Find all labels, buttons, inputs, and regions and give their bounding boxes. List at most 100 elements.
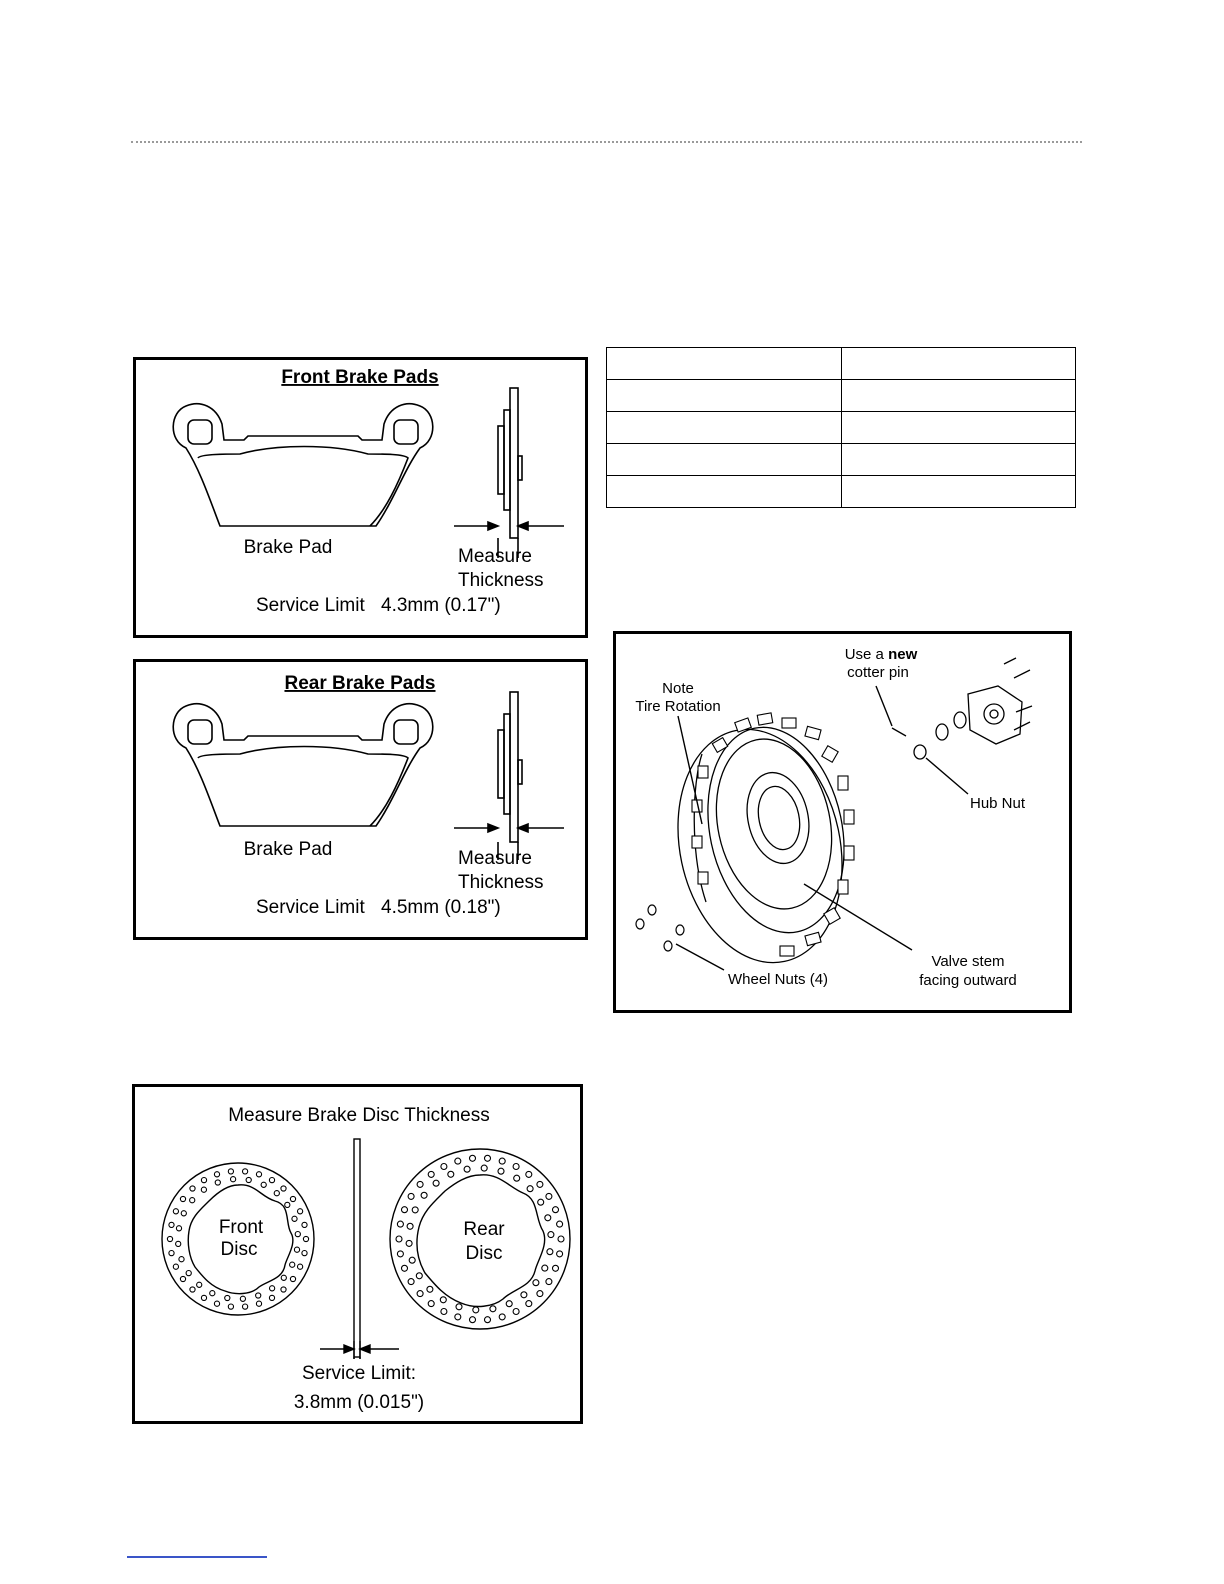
front-pad-diagram: Front Brake Pads Brake Pad Measure Thick… [172, 367, 564, 616]
disc-hole [280, 1274, 287, 1281]
disc-hole [498, 1157, 506, 1165]
table-cell [840, 475, 1076, 508]
disc-hole [439, 1296, 447, 1304]
wheel-diagram: Use a new cotter pin Note Tire Rotation … [635, 646, 1033, 989]
disc-hole [200, 1294, 208, 1302]
disc-hole [175, 1225, 183, 1232]
disc-hole [512, 1162, 520, 1171]
disc-hole [273, 1190, 280, 1197]
disc-hole [166, 1235, 174, 1243]
rear-service-limit-label: Service Limit [256, 897, 365, 918]
front-pad-shape [172, 387, 523, 558]
disc-hole [512, 1307, 520, 1316]
rear-disc-shape [389, 1148, 571, 1330]
disc-hole [200, 1186, 208, 1193]
disc-hole [541, 1264, 549, 1272]
disc-hole [294, 1230, 301, 1238]
disc-hole [241, 1168, 249, 1175]
rear-disc-label-2: Disc [466, 1243, 503, 1264]
disc-hole [268, 1294, 276, 1302]
disc-hole [547, 1231, 555, 1239]
table-row [606, 475, 1076, 508]
disc-hole [214, 1179, 221, 1186]
wheel-nuts-callout: Wheel Nuts (4) [728, 971, 828, 988]
front-disc-label-2: Disc [221, 1239, 258, 1260]
disc-hole [289, 1261, 296, 1268]
disc-hole [415, 1272, 423, 1280]
disc-hole [284, 1201, 291, 1209]
front-disc-label-1: Front [219, 1217, 264, 1238]
disc-hole [239, 1295, 247, 1302]
disc-hole [200, 1176, 208, 1184]
disc-hole [440, 1162, 448, 1171]
valve-stem-callout-1: Valve stem [931, 953, 1004, 970]
disc-hole [168, 1249, 175, 1257]
table-cell [606, 443, 842, 476]
valve-stem-callout-2: facing outward [919, 972, 1017, 989]
disc-hole [546, 1248, 554, 1256]
table-cell [840, 411, 1076, 444]
cotter-pin-bold: new [888, 646, 918, 663]
disc-service-limit-value: 3.8mm (0.015") [294, 1392, 424, 1413]
leader-lines [675, 685, 969, 971]
disc-hole [432, 1179, 440, 1187]
cotter-pin-callout-2: cotter pin [847, 664, 909, 681]
disc-hole [497, 1167, 505, 1175]
disc-hole [454, 1313, 462, 1321]
disc-hole [260, 1181, 267, 1188]
disc-hole [189, 1197, 196, 1204]
disc-hole [498, 1313, 506, 1321]
disc-hole [302, 1235, 310, 1243]
rear-pad-label: Brake Pad [244, 839, 333, 860]
tire-tread-blocks [691, 712, 855, 957]
disc-hole [408, 1256, 416, 1264]
disc-hole [525, 1300, 533, 1308]
front-measure-text-1: Measure [458, 546, 532, 567]
disc-hole [395, 1235, 403, 1243]
table-cell [840, 443, 1076, 476]
disc-hole [396, 1250, 404, 1258]
rear-brake-pads-figure: Rear Brake Pads Brake Pad Measure Thickn… [133, 659, 588, 940]
rear-measure-text-1: Measure [458, 848, 532, 869]
disc-hole [468, 1154, 477, 1162]
disc-hole [557, 1235, 565, 1243]
front-measure-arrows [454, 520, 564, 532]
rear-pads-title: Rear Brake Pads [284, 673, 435, 694]
disc-hole [427, 1300, 435, 1308]
disc-hole [551, 1206, 560, 1214]
brake-disc-figure: Measure Brake Disc Thickness Front Disc … [132, 1084, 583, 1424]
front-measure-text-2: Thickness [458, 570, 544, 591]
disc-hole [416, 1290, 424, 1298]
disc-hole [483, 1316, 492, 1324]
disc-hole [489, 1305, 497, 1313]
hub-assembly [891, 657, 1033, 760]
disc-hole [411, 1206, 419, 1214]
disc-hole [180, 1210, 187, 1217]
disc-hole [289, 1275, 297, 1283]
disc-hole [296, 1263, 304, 1270]
disc-hole [480, 1164, 488, 1172]
disc-hole [556, 1250, 564, 1258]
disc-hole [280, 1286, 287, 1293]
disc-hole [189, 1286, 196, 1293]
disc-hole [513, 1174, 521, 1182]
disc-hole [178, 1256, 185, 1263]
disc-hole [301, 1221, 308, 1229]
rear-pad-diagram: Rear Brake Pads Brake Pad Measure Thickn… [172, 673, 564, 918]
table-row [606, 411, 1076, 444]
disc-hole [400, 1264, 409, 1272]
wheel-nuts-group [635, 904, 685, 952]
disc-hole [483, 1154, 492, 1162]
disc-hole [468, 1316, 477, 1324]
table-cell [606, 347, 842, 380]
hub-nut-callout: Hub Nut [970, 795, 1026, 812]
table-row [606, 379, 1076, 412]
table-cell [606, 379, 842, 412]
disc-hole [400, 1206, 409, 1214]
disc-hole [179, 1195, 187, 1203]
disc-hole [420, 1191, 428, 1199]
table-cell [840, 379, 1076, 412]
disc-hole [172, 1208, 180, 1215]
disc-hole [185, 1269, 192, 1277]
front-brake-pads-figure: Front Brake Pads Brake Pad Measure Thick… [133, 357, 588, 638]
